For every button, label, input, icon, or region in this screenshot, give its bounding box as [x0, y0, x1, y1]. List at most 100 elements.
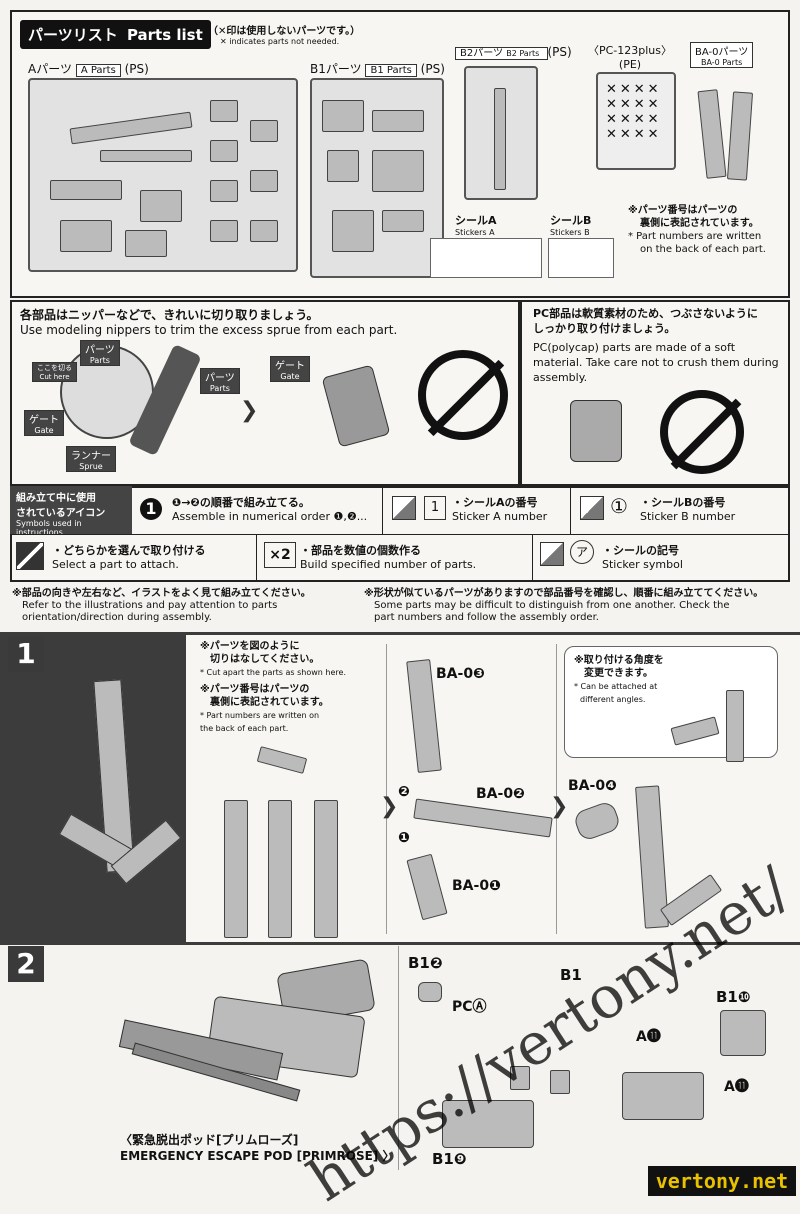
sticker-b-en-label: Sticker B number [640, 510, 736, 523]
step1-note1-jp1: ※パーツを図のように [200, 641, 300, 652]
step1-note2-jp1: ※パーツ番号はパーツの [200, 684, 310, 695]
angle-note: ※取り付ける角度を 変更できます。 * Can be attached at d… [574, 654, 664, 706]
build-text: ・部品を数値の個数作る Build specified number of pa… [300, 542, 476, 571]
angle-jp1: ※取り付ける角度を [574, 655, 664, 666]
step1-divider-2 [556, 644, 557, 934]
b1-part-b [550, 1070, 570, 1094]
a-parts-en: A Parts [75, 64, 121, 77]
b2-parts-label-jp: B2パーツ [460, 48, 504, 59]
pc-note-en: PC(polycap) parts are made of a soft mat… [533, 341, 779, 384]
parts-label-en: Parts [89, 356, 110, 365]
b1-parts-header: B1パーツ B1 Parts (PS) [310, 60, 445, 77]
symbols-divider-4 [532, 534, 533, 582]
step1-note2-en1: * Part numbers are written on [200, 711, 320, 720]
parts-list-note-en: ✕ indicates parts not needed. [220, 37, 340, 46]
b1-parts-sprue [310, 78, 444, 278]
symbol-jp: ・シールの記号 [602, 544, 679, 557]
build-en: Build specified number of parts. [300, 558, 477, 571]
ba-en: BA-0 Parts [701, 58, 743, 67]
gate2-en: Gate [280, 372, 300, 381]
order-jp: ❶→❷の順番で組み立てる。 [172, 496, 310, 509]
ba-header: BA-0パーツ BA-0 Parts [690, 42, 754, 68]
b12-part [418, 982, 442, 1002]
step1-bar [0, 632, 800, 635]
part-number-note-en2: on the back of each part. [640, 244, 766, 255]
step1-note2-jp2: 裏側に表記されています。 [210, 697, 329, 708]
b2-parts-label-en: B2 Parts [506, 49, 540, 58]
pc-header: 〈PC-123plus〉 (PE) [585, 42, 675, 71]
caution-left-en2: orientation/direction during assembly. [22, 612, 212, 623]
caution-left-en1: Refer to the illustrations and pay atten… [22, 600, 278, 611]
b19-part [442, 1100, 534, 1148]
b1-part-a [510, 1066, 530, 1090]
a-parts-ps: (PS) [124, 62, 149, 76]
nipper-en: Use modeling nippers to trim the excess … [20, 323, 398, 337]
b110-part [720, 1010, 766, 1056]
step1-note1: ※パーツを図のように 切りはなしてください。 * Cut apart the p… [200, 640, 346, 735]
parts-list-note: （✕印は使用しないパーツです。） ✕ indicates parts not n… [208, 22, 360, 46]
ba04-label: BA-0❹ [568, 778, 617, 794]
step1-note2-en2: the back of each part. [200, 724, 289, 733]
step1-part-bar3 [314, 800, 338, 938]
sticker-b-sheet [548, 238, 614, 278]
pc-pe: (PE) [618, 58, 642, 71]
order-text: ❶→❷の順番で組み立てる。 Assemble in numerical orde… [172, 494, 367, 523]
b1-parts-label: B1パーツ [310, 62, 362, 76]
step1-left-fill [0, 632, 186, 942]
angle-bar [726, 690, 744, 762]
no-crush-icon [418, 350, 508, 440]
build-jp: ・部品を数値の個数作る [300, 544, 421, 557]
angle-jp2: 変更できます。 [584, 668, 653, 679]
sticker-b-jp: シールB [550, 214, 592, 227]
part-number-note: ※パーツ番号はパーツの 裏側に表記されています。 * Part numbers … [628, 204, 766, 256]
select-jp: ・どちらかを選んで取り付ける [52, 544, 206, 557]
b110-label: B1❿ [716, 988, 751, 1006]
x2-icon: ×2 [264, 542, 296, 568]
parts-label-jp: パーツ [85, 345, 115, 356]
select-text: ・どちらかを選んで取り付ける Select a part to attach. [52, 542, 205, 571]
gate-label: ゲート Gate [24, 410, 64, 436]
step1-divider-1 [386, 644, 387, 934]
symbol-icon: ア [570, 540, 594, 564]
caution-left: ※部品の向きや左右など、イラストをよく見て組み立てください。 Refer to … [12, 588, 362, 624]
step2-assembled [622, 1072, 704, 1120]
b19-label: B1❾ [432, 1150, 467, 1168]
symbols-divider-3 [256, 534, 257, 582]
order-icon: 1 [140, 498, 162, 520]
pod-illustration [118, 958, 390, 1116]
ba-label: BA-0パーツ [695, 47, 749, 58]
symbols-header-jp1: 組み立て中に使用 [16, 493, 96, 504]
sticker-a-en-label: Sticker A number [452, 510, 548, 523]
pc-note-panel [520, 300, 790, 486]
symbols-header-en: Symbols used in instructions [16, 519, 82, 537]
pod-en: EMERGENCY ESCAPE POD [PRIMROSE] 〉 [120, 1149, 395, 1163]
sticker-b-text: ・シールBの番号 Sticker B number [640, 494, 735, 523]
step1-part-bar2 [268, 800, 292, 938]
b1-label: B1 [560, 966, 582, 984]
order-en: Assemble in numerical order ❶,❷... [172, 510, 368, 523]
a-parts-label: Aパーツ [28, 62, 72, 76]
symbols-divider-2 [570, 486, 571, 534]
caution-right-en2: part numbers and follow the assembly ord… [374, 612, 599, 623]
pod-jp: 〈緊急脱出ポッド[プリムローズ] [120, 1133, 299, 1147]
sticker-a-icon [392, 496, 416, 520]
runner-jp: ランナー [71, 451, 111, 462]
parts2-en: Parts [209, 384, 230, 393]
cut-here-label: ここを切る Cut here [32, 362, 77, 382]
parts2-jp: パーツ [205, 373, 235, 384]
pc-part-illustration [570, 400, 622, 462]
ba02-label: BA-0❷ [476, 786, 525, 802]
ba-label-box: BA-0パーツ BA-0 Parts [690, 42, 754, 68]
watermark-corner: vertony.net [648, 1166, 796, 1196]
runner-label: ランナー Sprue [66, 446, 116, 472]
parts-list-title: パーツリスト Parts list [20, 20, 211, 49]
sticker-a-text: ・シールAの番号 Sticker A number [452, 494, 547, 523]
b1-parts-ps: (PS) [420, 62, 445, 76]
select-en: Select a part to attach. [52, 558, 179, 571]
sticker-b-en: Stickers B [550, 228, 590, 237]
b1-parts-en: B1 Parts [365, 64, 417, 77]
symbols-row-divider [10, 534, 790, 535]
caution-right-en1: Some parts may be difficult to distingui… [374, 600, 730, 611]
b2-parts-sprue [464, 66, 538, 200]
symbol-text: ・シールの記号 Sticker symbol [602, 542, 683, 571]
